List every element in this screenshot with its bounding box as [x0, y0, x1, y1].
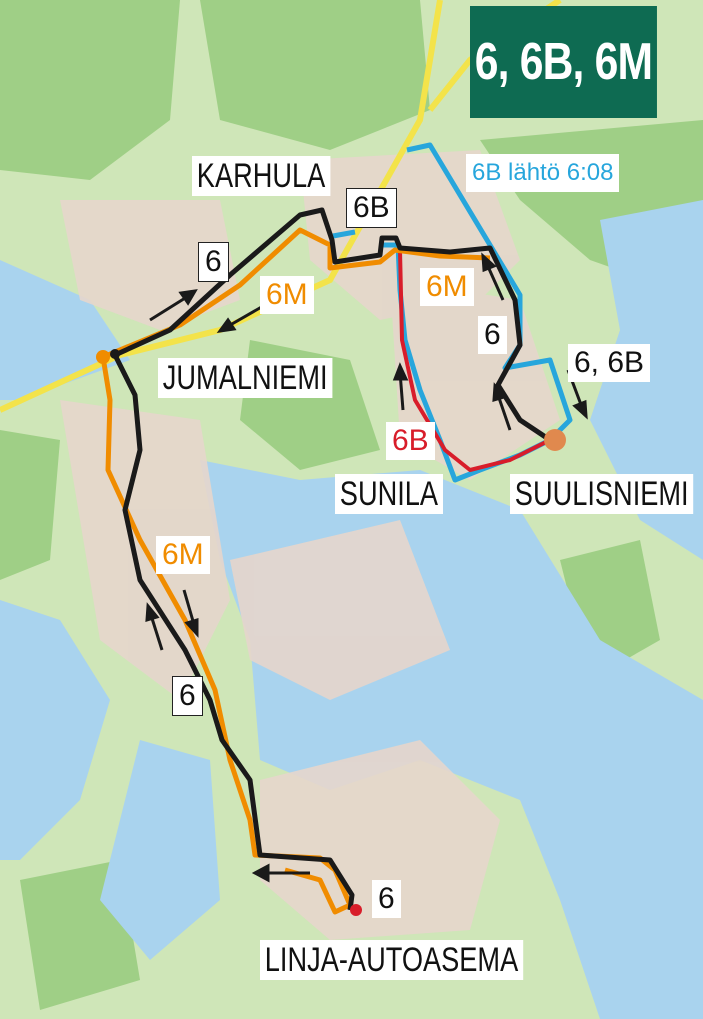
route-number-6-east: 6 [478, 316, 507, 354]
route-number-6m-west: 6M [156, 536, 210, 574]
direction-arrow-icon [251, 863, 310, 883]
direction-arrow-icon [481, 252, 505, 301]
route-number-6m-north: 6M [260, 276, 314, 314]
route-6m-orange-line [100, 227, 491, 915]
direction-arrows [145, 252, 588, 883]
direction-arrow-icon [149, 289, 198, 322]
route-number-6-west: 6 [172, 676, 203, 716]
route-number-6-6b-east: 6, 6B [568, 344, 651, 382]
place-label-suulisniemi: SUULISNIEMI [510, 474, 694, 514]
route-6-black-line [112, 207, 552, 911]
terminal-dot-icon [96, 350, 110, 364]
place-label-linja-autoasema: LINJA-AUTOASEMA [260, 940, 524, 980]
terminal-dot-icon [110, 349, 120, 359]
terminal-dot-icon [544, 429, 566, 451]
route-title: 6, 6B, 6M [470, 6, 657, 118]
route-number-6-north: 6 [198, 242, 229, 282]
direction-arrow-icon [182, 589, 199, 638]
direction-arrow-icon [145, 602, 164, 651]
route-note-6b-departure: 6B lähtö 6:08 [466, 154, 620, 192]
route-number-6m-karhula: 6M [420, 268, 474, 306]
direction-arrow-icon [492, 382, 512, 431]
terminal-dot-icon [350, 904, 362, 916]
route-number-6b-sunila: 6B [386, 422, 435, 460]
place-label-jumalniemi: JUMALNIEMI [158, 358, 333, 398]
place-label-karhula: KARHULA [192, 156, 331, 196]
direction-arrow-icon [216, 303, 266, 333]
route-number-6-south: 6 [372, 880, 401, 918]
route-number-6b-karhula: 6B [346, 188, 397, 228]
route-6b-red-line [398, 249, 551, 472]
place-label-sunila: SUNILA [335, 474, 443, 514]
direction-arrow-icon [392, 362, 409, 411]
